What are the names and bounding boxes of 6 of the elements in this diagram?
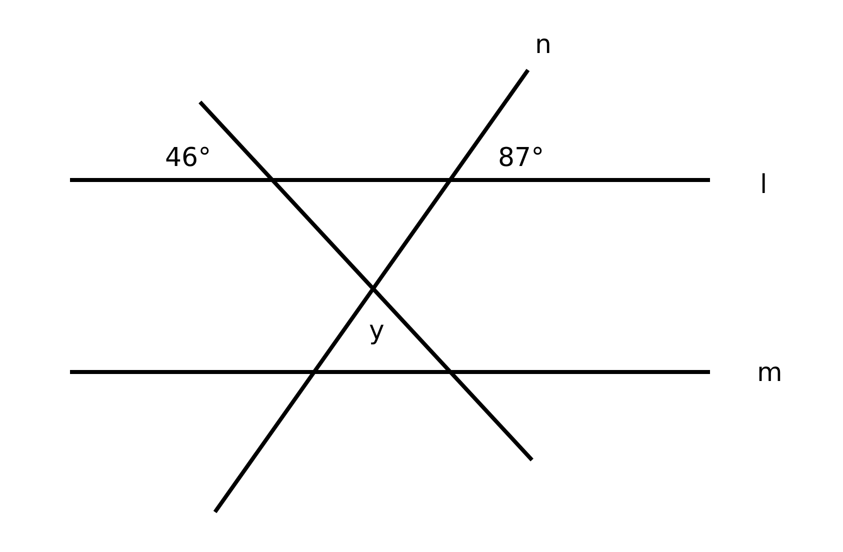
line-label: l: [760, 172, 768, 198]
angle-label: 87°: [498, 145, 544, 171]
angle-label: 46°: [165, 145, 212, 171]
angle-label: y: [369, 318, 384, 344]
line-label: m: [757, 360, 782, 386]
line-label: n: [535, 32, 552, 58]
